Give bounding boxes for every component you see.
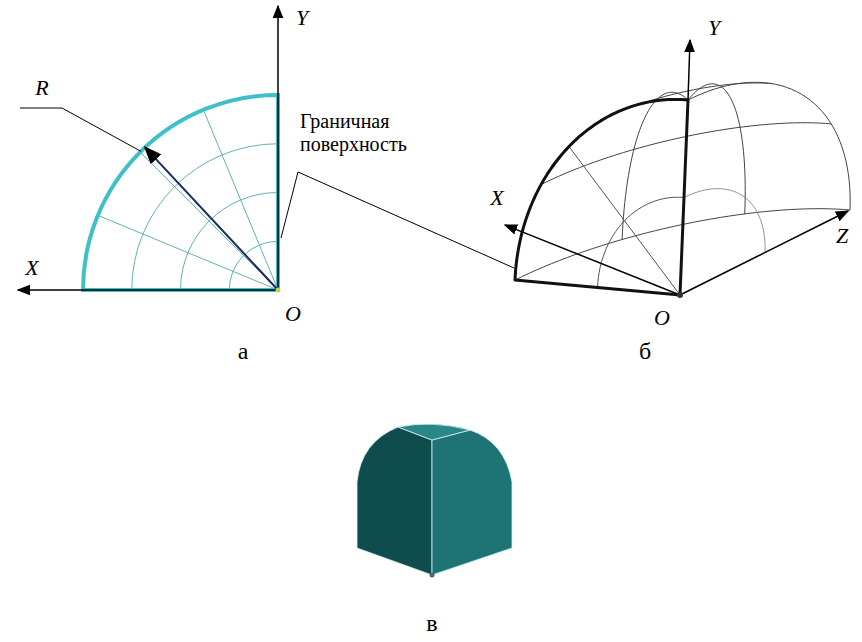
- disc-outline: [83, 95, 278, 290]
- origin-dot: [276, 288, 281, 293]
- mesh-ray: [140, 152, 278, 290]
- axis-label: X: [25, 255, 38, 280]
- leader-line: [281, 172, 298, 238]
- y-axis: [277, 6, 279, 290]
- panel-caption: а: [238, 338, 249, 366]
- mesh-ray: [98, 215, 278, 290]
- panel-caption: б: [639, 338, 651, 366]
- origin-label: O: [285, 301, 301, 326]
- dimension-label: R: [35, 75, 48, 100]
- origin-dot: [677, 292, 683, 298]
- panel-caption: в: [426, 610, 437, 638]
- mesh-arc: [684, 189, 765, 253]
- axis-label: Y: [296, 5, 308, 30]
- solid-face: [398, 424, 470, 440]
- boundary-face: [515, 99, 688, 295]
- leader-line: [298, 172, 514, 268]
- quarter-disc: [18, 6, 281, 293]
- origin-dot: [430, 573, 435, 578]
- meridian: [688, 82, 850, 210]
- edge: [680, 210, 850, 295]
- mesh-ray: [203, 110, 278, 290]
- radius-arrow: [145, 147, 278, 290]
- wireframe-body: [505, 40, 850, 298]
- x-axis: [18, 289, 278, 291]
- origin-label: O: [654, 305, 670, 330]
- meridian: [622, 92, 688, 239]
- axis-label: Z: [836, 223, 848, 248]
- leader-line: [20, 108, 141, 151]
- y-axis: [688, 40, 690, 100]
- axis-label: Y: [708, 15, 720, 40]
- mesh-arc: [132, 144, 278, 290]
- solid-body: [357, 424, 512, 577]
- surface-note: Граничная поверхность: [300, 110, 440, 156]
- z-axis: [680, 211, 848, 295]
- solid-face: [432, 430, 512, 575]
- solid-face: [357, 427, 432, 575]
- x-axis: [505, 225, 680, 295]
- meridian: [688, 84, 745, 214]
- axis-label: X: [490, 185, 503, 210]
